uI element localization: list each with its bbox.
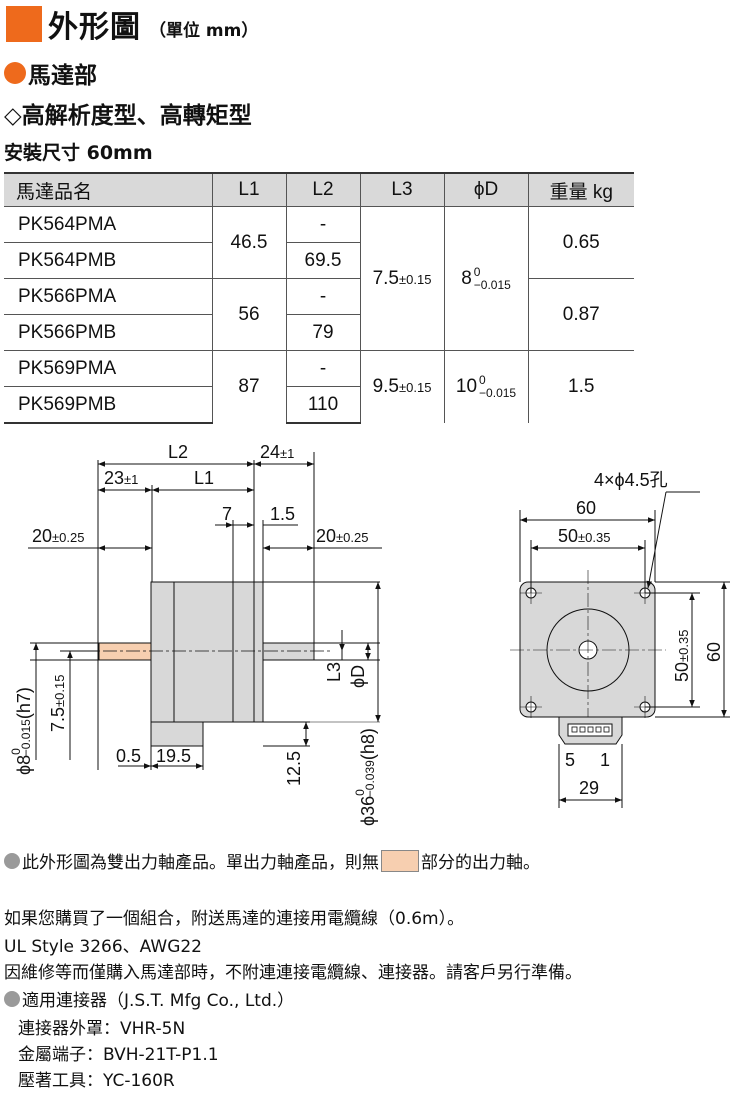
model-cell: PK569PMB [4, 386, 212, 424]
pin-5-label: 5 [565, 750, 575, 770]
dim-50-height: 50±0.35 [672, 630, 692, 682]
l3-cell: 9.5±0.15 [359, 350, 444, 423]
weight-cell: 0.65 [527, 206, 634, 279]
side-view-labels: L2 24±1 23±1 L1 7 1.5 20±0.25 20±0.25 L3… [9, 442, 378, 826]
motor-body [150, 581, 255, 723]
mount-size-label: 安裝尺寸 60mm [4, 142, 153, 164]
spec-table: 馬達品名 L1 L2 L3 ϕD 重量 kg PK564PMA 46.5 - 7… [4, 172, 634, 424]
weight-cell: 1.5 [527, 350, 634, 423]
terminal-spec: 金屬端子：BVH-21T-P1.1 [18, 1045, 219, 1065]
dim-12-5: 12.5 [284, 751, 304, 786]
l2-cell: - [285, 278, 360, 315]
l2-cell: 110 [285, 386, 360, 424]
gray-dot-icon [4, 990, 20, 1007]
section-title: 馬達部 [28, 63, 97, 89]
front-view-labels: 4×ϕ4.5孔 60 50±0.35 50±0.35 60 5 1 29 [558, 470, 724, 798]
dual-shaft-note: 此外形圖為雙出力軸產品。單出力軸產品，則無 部分的出力軸。 [4, 848, 540, 873]
crimp-tool-spec: 壓著工具：YC-160R [18, 1071, 175, 1091]
dim-l2: L2 [168, 442, 188, 462]
pin-1-label: 1 [600, 750, 610, 770]
page-title: 外形圖 [48, 10, 141, 45]
table-row: PK569PMB 110 [4, 386, 634, 424]
dim-phi36: ϕ360−0.039(h8) [353, 728, 378, 826]
dim-19-5: 19.5 [156, 746, 191, 766]
orange-square-icon [6, 6, 42, 42]
weight-cell: 0.87 [527, 278, 634, 351]
table-header-row: 馬達品名 L1 L2 L3 ϕD 重量 kg [4, 172, 634, 207]
col-header-d: ϕD [443, 172, 528, 207]
dim-20-front: 20±0.25 [316, 526, 368, 546]
dim-60-height: 60 [704, 642, 724, 662]
l1-cell: 87 [211, 350, 286, 423]
l3-cell: 7.5±0.15 [359, 206, 444, 351]
l2-cell: 69.5 [285, 242, 360, 279]
table-row: PK566PMB 79 [4, 314, 634, 351]
rear-shaft [98, 642, 152, 661]
model-cell: PK569PMA [4, 350, 212, 387]
orange-dot-icon [4, 62, 26, 84]
section-subtitle: ◇高解析度型、高轉矩型 [4, 103, 252, 129]
col-header-l2: L2 [285, 172, 360, 207]
dim-29: 29 [579, 778, 599, 798]
dim-7: 7 [222, 504, 232, 524]
holes-label: 4×ϕ4.5孔 [594, 470, 668, 490]
connector-block [150, 721, 204, 747]
col-header-weight: 重量 kg [527, 172, 634, 207]
front-view [510, 491, 730, 808]
dimension-drawing: L2 24±1 23±1 L1 7 1.5 20±0.25 20±0.25 L3… [9, 442, 730, 826]
table-row: PK564PMB 69.5 [4, 242, 634, 279]
dim-phi8: ϕ80−0.015(h7) [9, 687, 34, 775]
model-cell: PK564PMA [4, 206, 212, 243]
dim-phi-d: ϕD [348, 665, 368, 688]
dim-50-width: 50±0.35 [558, 526, 610, 546]
col-header-model: 馬達品名 [4, 172, 212, 207]
flange [253, 581, 264, 723]
dim-7-5: 7.5±0.15 [48, 675, 68, 732]
dim-1-5: 1.5 [270, 504, 295, 524]
model-cell: PK566PMB [4, 314, 212, 351]
l1-cell: 56 [211, 278, 286, 351]
col-header-l3: L3 [359, 172, 444, 207]
connector-housing-spec: 連接器外罩：VHR-5N [18, 1019, 186, 1039]
side-view [28, 452, 382, 770]
front-shaft [262, 642, 315, 661]
cable-note-2: UL Style 3266、AWG22 [4, 937, 202, 957]
shaft-color-swatch [381, 849, 419, 872]
cable-note-3: 因維修等而僅購入馬達部時，不附連連接電纜線、連接器。請客戶另行準備。 [4, 963, 582, 983]
l2-cell: - [285, 206, 360, 243]
page-heading: 外形圖 （單位 mm） [6, 2, 258, 46]
model-cell: PK566PMA [4, 278, 212, 315]
dim-24: 24±1 [260, 442, 294, 462]
l2-cell: - [285, 350, 360, 387]
l2-cell: 79 [285, 314, 360, 351]
dim-60-width: 60 [576, 498, 596, 518]
dim-0-5: 0.5 [116, 746, 141, 766]
gray-dot-icon [4, 852, 20, 869]
unit-label: （單位 mm） [149, 20, 259, 41]
col-header-l1: L1 [211, 172, 286, 207]
section-heading: 馬達部 [4, 56, 97, 90]
dim-23: 23±1 [104, 468, 138, 488]
connector-title: 適用連接器（J.S.T. Mfg Co., Ltd.） [4, 986, 294, 1011]
l1-cell: 46.5 [211, 206, 286, 279]
dim-l1: L1 [194, 468, 214, 488]
table-row: PK566PMA 56 - 0.87 [4, 278, 634, 351]
cable-note-1: 如果您購買了一個組合，附送馬達的連接用電纜線（0.6m）。 [4, 909, 465, 929]
dim-20-rear: 20±0.25 [32, 526, 84, 546]
model-cell: PK564PMB [4, 242, 212, 279]
dim-l3: L3 [324, 662, 344, 682]
